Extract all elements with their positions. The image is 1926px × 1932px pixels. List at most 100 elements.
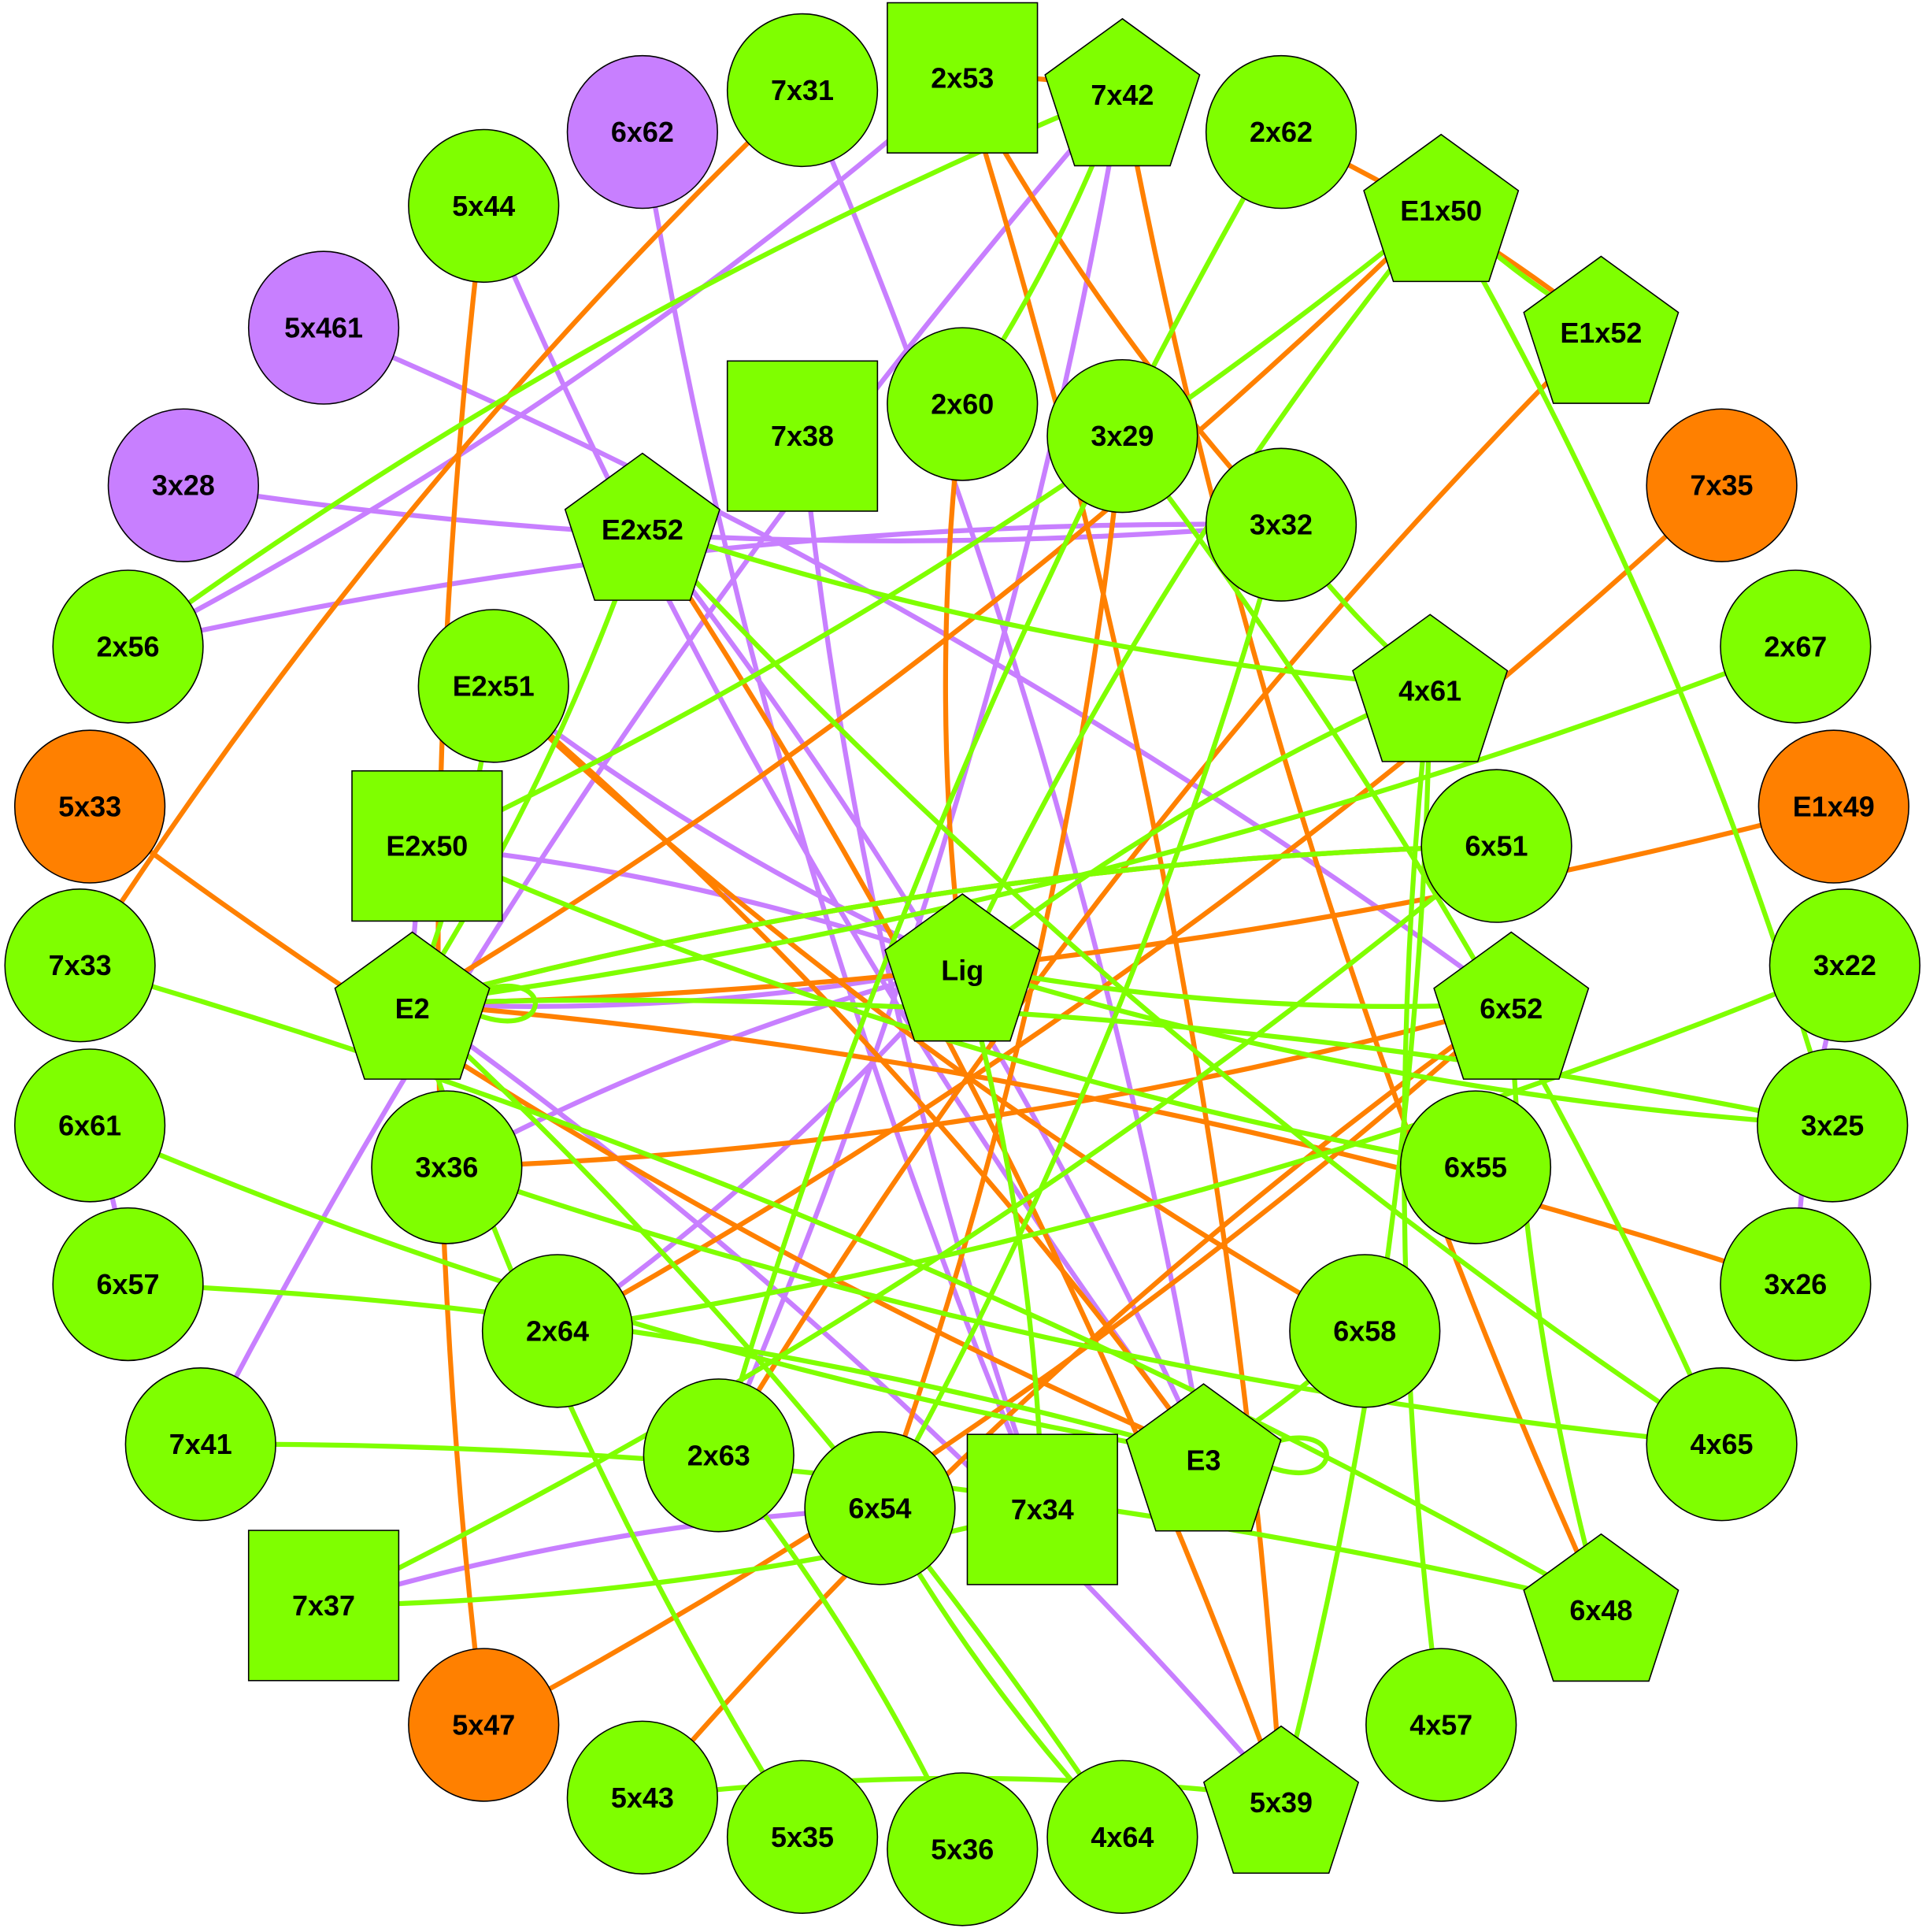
node-label: 5x35 (771, 1821, 834, 1853)
node-E2[interactable]: E2 (334, 931, 491, 1080)
node-label: 7x31 (771, 74, 834, 106)
edge-7x37-6x54 (323, 1505, 880, 1608)
node-label: 2x63 (687, 1439, 750, 1471)
edge-E1x50-E2 (410, 204, 1443, 1006)
node-5x44[interactable]: 5x44 (408, 128, 560, 284)
node-5x461[interactable]: 5x461 (247, 250, 400, 405)
edge-3x36-4x65 (446, 1165, 1722, 1447)
node-label: 3x28 (152, 469, 215, 502)
node-5x33[interactable]: 5x33 (13, 729, 166, 884)
node-label: 7x35 (1691, 469, 1754, 502)
node-label: 7x33 (49, 949, 112, 981)
node-5x36[interactable]: 5x36 (887, 1772, 1039, 1926)
node-6x61[interactable]: 6x61 (13, 1048, 166, 1203)
pentagon-node-shape (1044, 17, 1201, 167)
node-label: 5x44 (452, 190, 515, 222)
edge-4x61-Lig (961, 684, 1432, 968)
circle-node-shape (13, 729, 166, 884)
node-2x60[interactable]: 2x60 (887, 327, 1039, 481)
node-label: 6x61 (58, 1109, 121, 1141)
edge-7x33-6x48 (79, 962, 1602, 1608)
node-4x64[interactable]: 4x64 (1046, 1760, 1198, 1914)
node-label: 6x58 (1333, 1315, 1396, 1347)
circle-node-shape (1646, 408, 1798, 562)
node-label: 3x22 (1813, 949, 1876, 981)
node-7x33[interactable]: 7x33 (4, 888, 156, 1043)
circle-node-shape (887, 1772, 1039, 1926)
node-6x62[interactable]: 6x62 (566, 54, 718, 210)
node-3x25[interactable]: 3x25 (1757, 1048, 1909, 1203)
node-label: 7x34 (1011, 1493, 1074, 1526)
node-2x53[interactable]: 2x53 (887, 2, 1039, 154)
node-E2x50[interactable]: E2x50 (351, 769, 503, 922)
node-6x54[interactable]: 6x54 (804, 1431, 956, 1585)
node-4x57[interactable]: 4x57 (1365, 1648, 1517, 1802)
node-6x51[interactable]: 6x51 (1420, 769, 1572, 923)
node-label: 6x55 (1444, 1151, 1507, 1184)
pentagon-node-shape (1202, 1725, 1360, 1875)
node-7x38[interactable]: 7x38 (726, 360, 879, 512)
edge-2x60-Lig (943, 403, 965, 966)
node-5x47[interactable]: 5x47 (408, 1648, 560, 1802)
node-2x64[interactable]: 2x64 (481, 1254, 634, 1408)
node-5x35[interactable]: 5x35 (726, 1760, 879, 1914)
node-label: 3x36 (415, 1151, 478, 1184)
node-2x62[interactable]: 2x62 (1205, 54, 1357, 210)
node-Lig[interactable]: Lig (884, 893, 1041, 1042)
circle-node-shape (1205, 54, 1357, 210)
node-6x52[interactable]: 6x52 (1433, 931, 1590, 1080)
circle-node-shape (13, 1048, 166, 1203)
node-6x57[interactable]: 6x57 (52, 1207, 204, 1362)
edge-7x31-E3 (800, 89, 1206, 1456)
node-3x36[interactable]: 3x36 (371, 1090, 523, 1244)
edge-6x52-5x47 (482, 1001, 1513, 1727)
node-label: 2x60 (931, 388, 994, 421)
edge-E2x52-4x61 (641, 522, 1431, 689)
node-6x55[interactable]: 6x55 (1399, 1090, 1552, 1244)
node-E1x50[interactable]: E1x50 (1363, 133, 1520, 283)
node-5x39[interactable]: 5x39 (1202, 1725, 1360, 1875)
node-label: 4x57 (1409, 1709, 1472, 1741)
circle-node-shape (726, 1760, 879, 1914)
node-label: E3 (1187, 1444, 1221, 1477)
square-node-shape (351, 769, 503, 922)
node-E2x51[interactable]: E2x51 (417, 609, 569, 763)
node-7x42[interactable]: 7x42 (1044, 17, 1201, 167)
node-7x37[interactable]: 7x37 (247, 1530, 400, 1682)
node-6x48[interactable]: 6x48 (1523, 1533, 1680, 1682)
node-label: 4x64 (1091, 1821, 1154, 1853)
node-7x31[interactable]: 7x31 (726, 13, 879, 168)
node-3x29[interactable]: 3x29 (1046, 358, 1198, 514)
node-2x63[interactable]: 2x63 (643, 1378, 794, 1533)
node-7x41[interactable]: 7x41 (124, 1367, 276, 1522)
circle-node-shape (1720, 1207, 1872, 1362)
edge-E2x51-6x58 (491, 684, 1366, 1333)
node-3x22[interactable]: 3x22 (1769, 888, 1920, 1043)
node-3x26[interactable]: 3x26 (1720, 1207, 1872, 1362)
pentagon-node-shape (1125, 1383, 1282, 1532)
circle-node-shape (566, 1720, 718, 1875)
node-label: 7x42 (1091, 79, 1154, 111)
node-4x61[interactable]: 4x61 (1352, 614, 1509, 762)
node-E1x52[interactable]: E1x52 (1523, 255, 1680, 404)
edge-E2-4x64 (410, 1001, 1125, 1839)
edge-2x62-2x63 (716, 131, 1283, 1456)
node-E1x49[interactable]: E1x49 (1757, 729, 1909, 884)
square-node-shape (247, 1530, 400, 1682)
node-E2x52[interactable]: E2x52 (564, 452, 720, 601)
node-6x58[interactable]: 6x58 (1289, 1254, 1441, 1408)
node-label: 2x64 (526, 1315, 589, 1347)
node-7x34[interactable]: 7x34 (966, 1433, 1118, 1585)
node-3x32[interactable]: 3x32 (1205, 447, 1357, 602)
circle-node-shape (643, 1378, 794, 1533)
node-E3[interactable]: E3 (1125, 1383, 1282, 1532)
node-label: E1x52 (1560, 317, 1642, 349)
node-label: 6x48 (1569, 1594, 1632, 1626)
node-7x35[interactable]: 7x35 (1646, 408, 1798, 562)
node-5x43[interactable]: 5x43 (566, 1720, 718, 1875)
node-2x56[interactable]: 2x56 (52, 569, 204, 724)
node-3x28[interactable]: 3x28 (107, 408, 259, 562)
node-4x65[interactable]: 4x65 (1646, 1367, 1798, 1522)
node-2x67[interactable]: 2x67 (1720, 569, 1872, 724)
